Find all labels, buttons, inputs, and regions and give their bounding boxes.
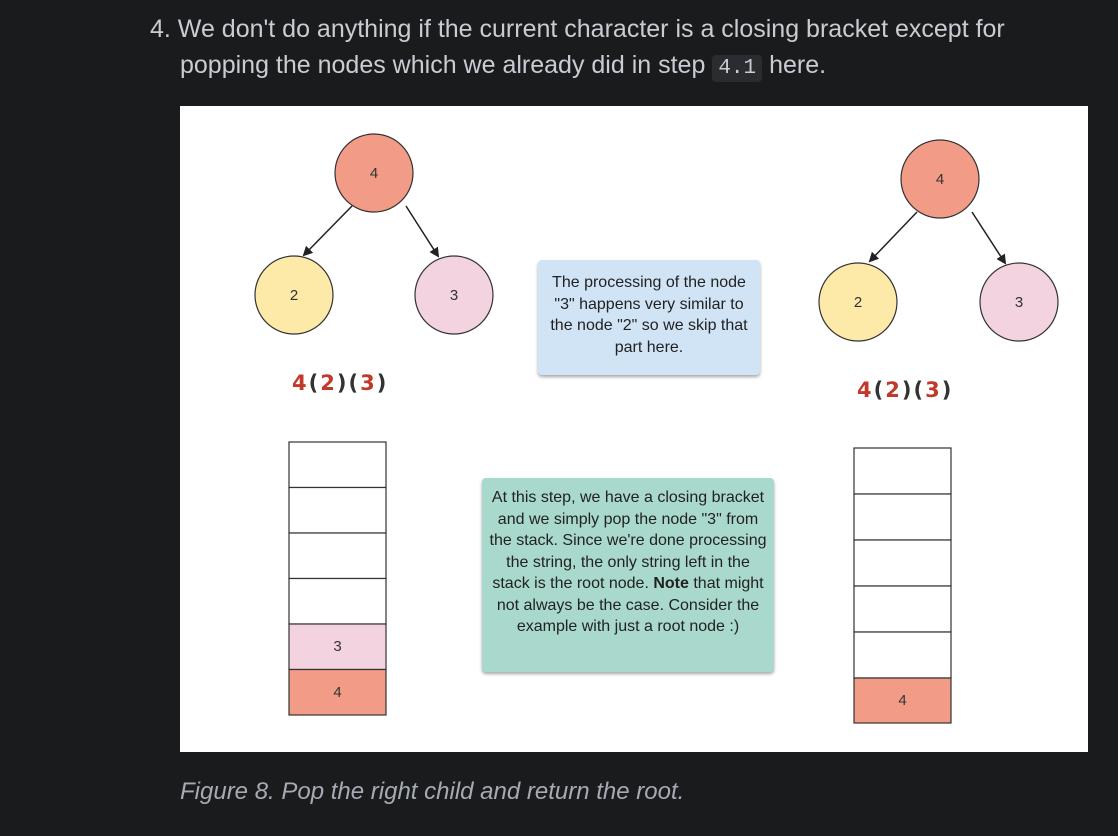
- right-tree-left-label: 2: [854, 294, 862, 311]
- step-line-2: popping the nodes which we already did i…: [150, 47, 1090, 87]
- left-tree-right-label: 3: [450, 287, 458, 304]
- left-stack-cell: [288, 623, 387, 671]
- info-note-green: At this step, we have a closing bracket …: [482, 478, 774, 672]
- figure-diagram: 4 2 3 4(2)(3) 3 4 4 2 3 4(2)(3: [180, 106, 1088, 752]
- left-stack-value: 3: [333, 638, 341, 655]
- note-green-bold: Note: [653, 575, 689, 592]
- left-stack-cell: [288, 577, 387, 625]
- right-tree-right-node: [979, 262, 1059, 342]
- note-green-text-1: At this step, we have a closing bracket …: [489, 489, 767, 592]
- diagram-canvas: 4 2 3 4(2)(3) 3 4 4 2 3 4(2)(3: [254, 133, 1059, 724]
- left-stack: 3 4: [288, 441, 387, 716]
- edge-left-root-to-left: [302, 205, 353, 257]
- step-line-1: 4. We don't do anything if the current c…: [150, 15, 1005, 43]
- right-expression: 4(2)(3): [857, 378, 953, 402]
- left-stack-cell: [288, 486, 387, 534]
- left-tree-root-label: 4: [370, 165, 378, 182]
- info-note-blue: The processing of the node "3" happens v…: [538, 260, 760, 375]
- step-paragraph: 4. We don't do anything if the current c…: [150, 11, 1090, 87]
- right-stack-cell: [853, 493, 952, 541]
- right-tree-root-label: 4: [936, 171, 944, 188]
- left-tree-root-node: [334, 133, 414, 213]
- step-code: 4.1: [712, 55, 763, 82]
- left-stack-cell: [288, 532, 387, 580]
- right-stack-cell: [853, 677, 952, 724]
- right-stack: 4: [853, 447, 952, 724]
- left-stack-value: 4: [333, 684, 341, 701]
- step-line-2-text: popping the nodes which we already did i…: [180, 51, 706, 79]
- edge-right-root-to-right: [971, 211, 1007, 265]
- right-tree-right-label: 3: [1015, 294, 1023, 311]
- note-green-text-2: that might not always be the case. Consi…: [496, 575, 764, 635]
- left-tree-left-label: 2: [290, 287, 298, 304]
- left-stack-cell: [288, 441, 387, 489]
- edge-left-root-to-right: [405, 205, 440, 258]
- edge-right-root-to-left: [868, 211, 918, 263]
- right-stack-value: 4: [898, 692, 906, 709]
- right-stack-cell: [853, 447, 952, 495]
- left-expression: 4(2)(3): [292, 371, 388, 395]
- right-tree-left-node: [818, 262, 898, 342]
- right-stack-cell: [853, 585, 952, 633]
- figure-caption: Figure 8. Pop the right child and return…: [180, 778, 685, 805]
- right-stack-cell: [853, 539, 952, 587]
- left-tree-left-node: [254, 255, 334, 335]
- right-tree-root-node: [900, 139, 980, 219]
- left-tree-right-node: [414, 255, 494, 335]
- step-line-2-end: here.: [769, 51, 827, 79]
- left-stack-cell: [288, 668, 387, 716]
- right-stack-cell: [853, 631, 952, 679]
